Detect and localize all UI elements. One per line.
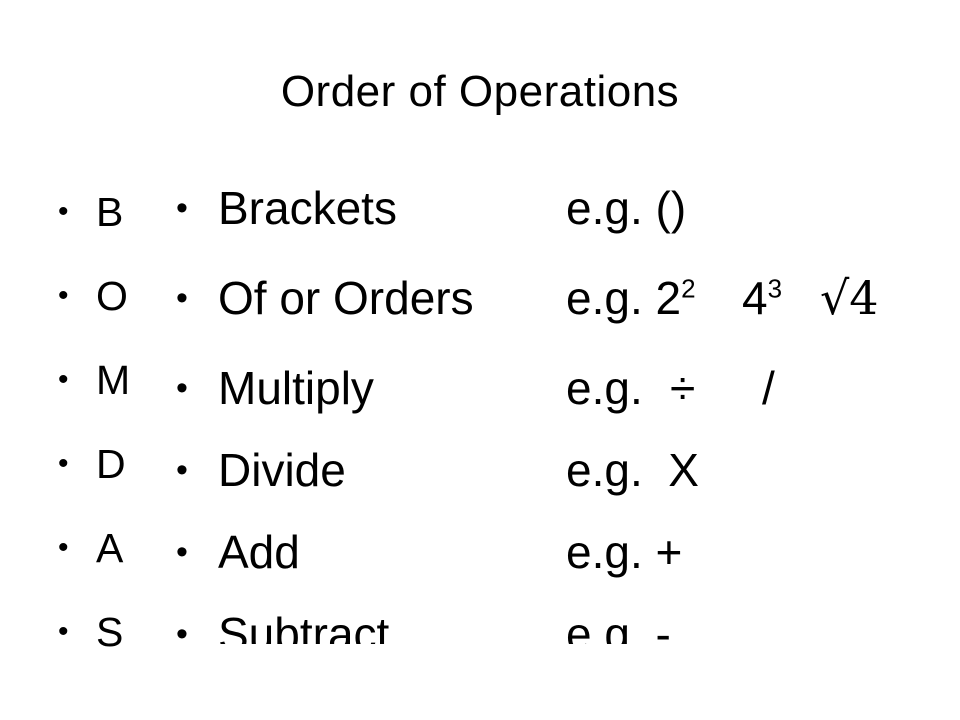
term-name: Divide: [218, 444, 346, 496]
bullet-icon: •: [58, 195, 69, 228]
example-text: e.g. 2: [566, 272, 682, 324]
letter-item-b: •B: [58, 180, 130, 264]
term-name: Brackets: [218, 182, 397, 234]
bullet-icon: •: [58, 615, 69, 648]
letters-list: •B •O •M •D •A •S: [58, 180, 130, 684]
bullet-icon: •: [176, 369, 188, 407]
term-row-multiply: • Multiply e.g. ÷ /: [170, 348, 910, 428]
bullet-icon: •: [58, 279, 69, 312]
bullet-icon: •: [176, 279, 188, 317]
letter-item-m: •M: [58, 348, 130, 432]
superscript-three: 3: [767, 273, 783, 304]
bullet-icon: •: [58, 447, 69, 480]
bullet-icon: •: [176, 451, 188, 489]
term-example: e.g. +: [566, 526, 683, 578]
letter-text: B: [96, 189, 124, 235]
power-example: 43: [742, 258, 782, 338]
superscript-two: 2: [681, 273, 696, 304]
bullet-icon: •: [58, 363, 69, 396]
term-example: e.g. (): [566, 182, 687, 234]
term-example: e.g.: [566, 362, 643, 414]
letter-text: M: [96, 357, 131, 403]
letter-item-a: •A: [58, 516, 130, 600]
bullet-icon: •: [58, 531, 69, 564]
term-name: Subtract: [218, 608, 390, 644]
term-name: Of or Orders: [218, 272, 474, 324]
letter-text: A: [96, 525, 124, 571]
term-example: e.g. -: [566, 608, 671, 644]
term-row-add: • Add e.g. +: [170, 512, 910, 592]
term-row-subtract: • Subtract e.g. -: [170, 594, 910, 644]
term-example: e.g. 22: [566, 258, 696, 338]
letter-item-d: •D: [58, 432, 130, 516]
letter-text: O: [96, 273, 128, 319]
term-name: Multiply: [218, 362, 374, 414]
letter-item-o: •O: [58, 264, 130, 348]
square-root-icon: √4: [820, 271, 879, 325]
term-name: Add: [218, 526, 300, 578]
slide-title: Order of Operations: [280, 67, 680, 116]
bullet-icon: •: [176, 189, 188, 227]
operations-image: • Brackets e.g. () • Of or Orders e.g. 2…: [170, 168, 910, 644]
term-example: e.g. X: [566, 444, 699, 496]
divide-sign-icon: ÷: [670, 362, 696, 414]
bullet-icon: •: [176, 615, 188, 644]
letter-item-s: •S: [58, 600, 130, 684]
term-row-orders: • Of or Orders e.g. 22 43 √4: [170, 258, 910, 338]
base-four: 4: [742, 272, 768, 324]
letter-text: D: [96, 441, 126, 487]
bullet-icon: •: [176, 533, 188, 571]
term-row-divide: • Divide e.g. X: [170, 430, 910, 510]
letter-text: S: [96, 609, 124, 655]
slash-icon: /: [762, 362, 775, 414]
term-row-brackets: • Brackets e.g. (): [170, 168, 910, 248]
